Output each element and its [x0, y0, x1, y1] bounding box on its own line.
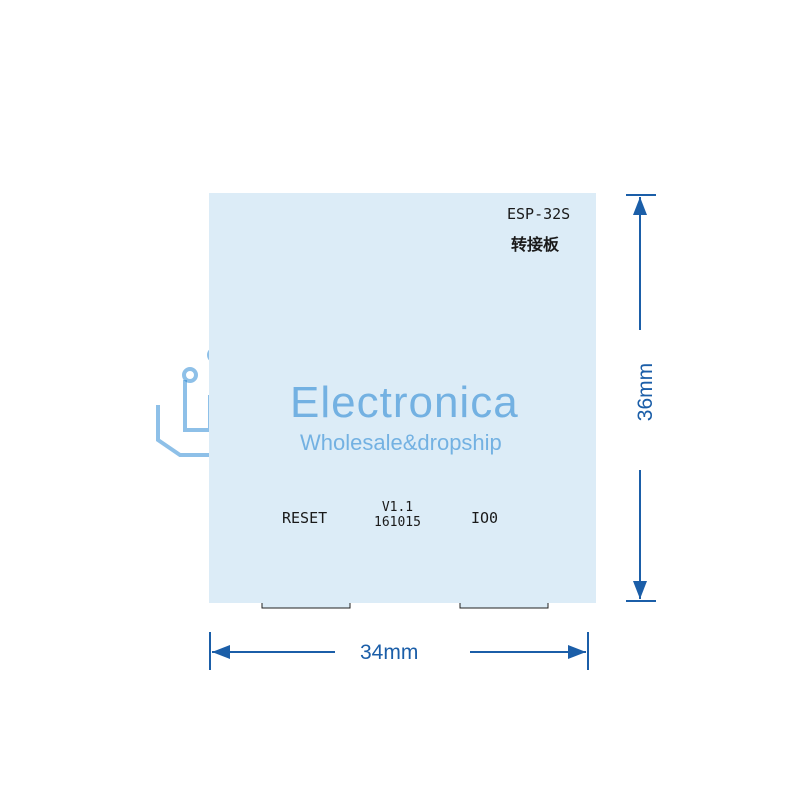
width-label: 34mm	[360, 641, 419, 664]
reset-label: RESET	[282, 509, 328, 527]
height-dimension	[626, 194, 656, 602]
version-label: V1.1	[381, 500, 414, 515]
width-dimension	[209, 632, 589, 670]
io0-label: IO0	[471, 509, 499, 527]
watermark-tagline: Wholesale&dropship	[300, 430, 502, 455]
date-code-label: 161015	[374, 515, 421, 530]
height-label: 36mm	[634, 362, 657, 422]
adapter-label: 转接板	[511, 235, 560, 254]
board-labels: ESP-32S 转接板 RESET IO0 V1.1 161015	[209, 193, 596, 603]
model-label: ESP-32S	[507, 205, 571, 223]
version-block: V1.1 161015	[374, 500, 421, 530]
watermark-brand: Electronica	[290, 378, 519, 427]
